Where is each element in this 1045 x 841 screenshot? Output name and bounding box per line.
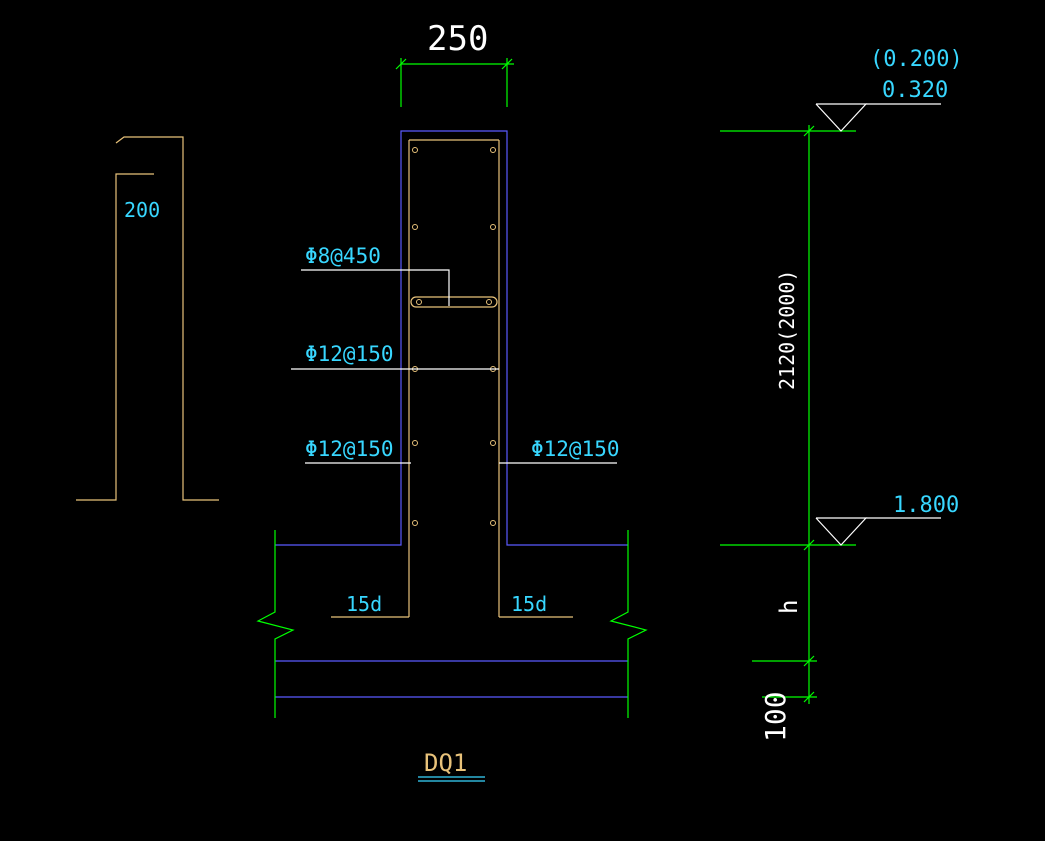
anchor-left-label: 15d <box>346 592 382 616</box>
rebar-cage <box>331 139 573 618</box>
wall-concrete-outline <box>275 130 628 698</box>
section-break-lines <box>256 530 648 718</box>
bent-bar-inner <box>76 173 154 501</box>
elevation-top-paren-label: (0.200) <box>870 47 963 72</box>
leader-lines <box>291 269 617 464</box>
width-dimension-label: 250 <box>427 19 488 59</box>
wall-height-dimension-label: 2120(2000) <box>775 270 799 390</box>
hook-length-label: 200 <box>124 198 160 222</box>
elevation-symbol-bottom <box>815 517 941 546</box>
tie-bar <box>410 296 498 308</box>
title-underline <box>418 776 485 782</box>
elevation-top-label: 0.320 <box>882 78 948 103</box>
anchor-right-label: 15d <box>511 592 547 616</box>
width-dimension <box>395 58 514 107</box>
horizontal-bar-label: Φ12@150 <box>305 342 394 366</box>
elevation-bottom-label: 1.800 <box>893 493 959 518</box>
tie-bar-label: Φ8@450 <box>305 244 381 268</box>
bent-bar-outer <box>115 136 219 501</box>
vertical-bar-left-label: Φ12@150 <box>305 437 394 461</box>
depth-h-label: h <box>775 600 803 614</box>
elevation-dimension-chain <box>720 125 856 704</box>
vertical-bar-right-label: Φ12@150 <box>531 437 620 461</box>
bed-thickness-label: 100 <box>759 691 792 742</box>
drawing-title: DQ1 <box>424 749 467 777</box>
bent-bar-detail <box>76 136 219 501</box>
elevation-symbol-top <box>815 103 941 132</box>
